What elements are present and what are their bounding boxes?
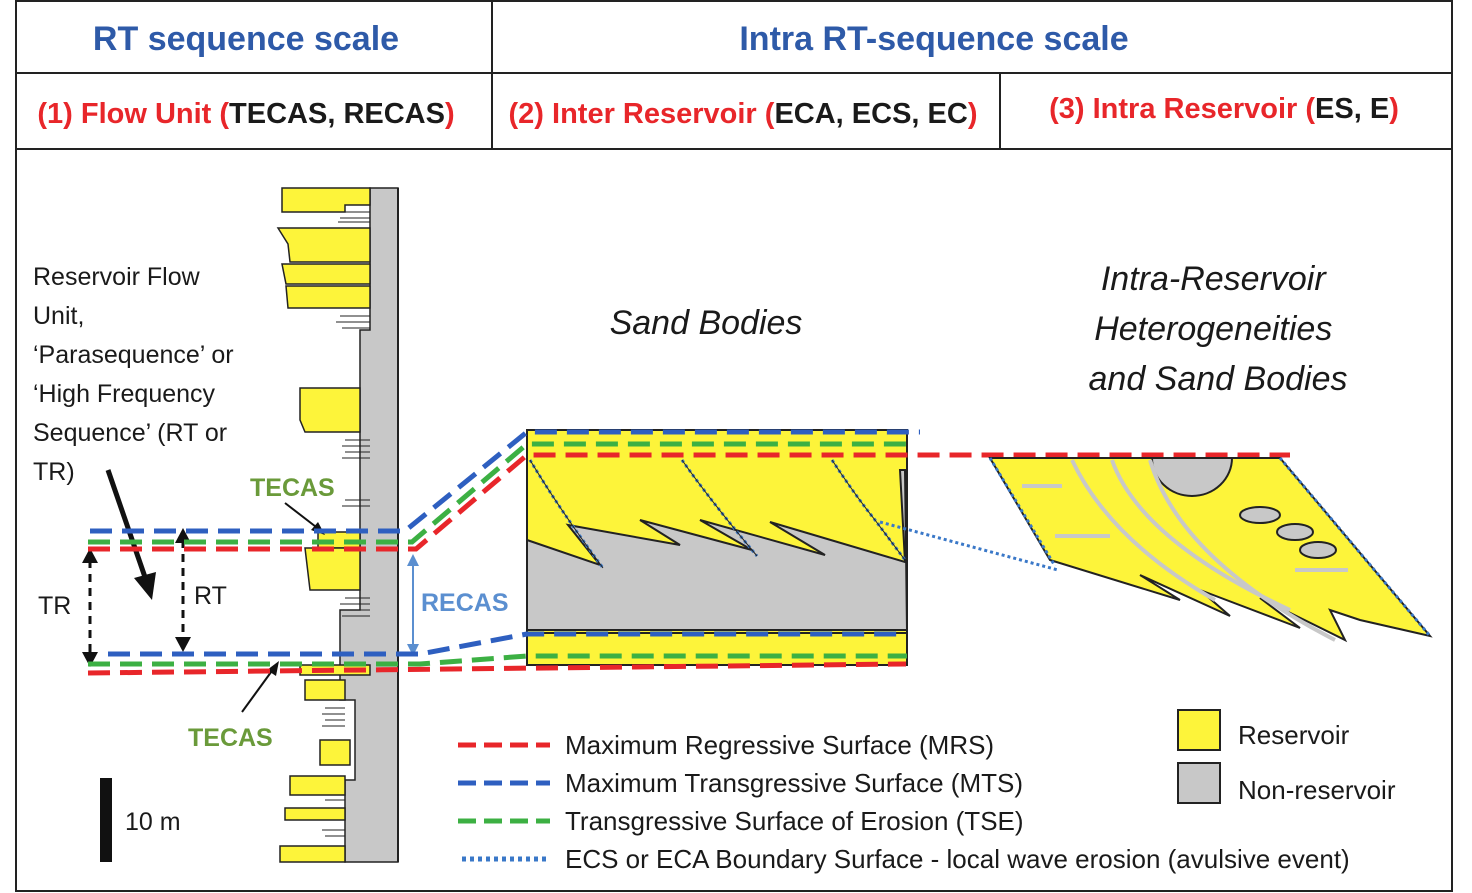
tr-arrow-head-bottom	[82, 652, 98, 667]
legend-reservoir-swatch	[1177, 709, 1221, 751]
tecas-lower-arrow	[241, 667, 275, 713]
legend: Maximum Regressive Surface (MRS) Maximum…	[458, 709, 1396, 874]
intra-reservoir-boundary	[879, 457, 1432, 637]
legend-non-reservoir-label: Non-reservoir	[1238, 775, 1396, 805]
sand-body-block	[526, 429, 909, 666]
tecas-lower-arrow-head	[267, 661, 279, 676]
tecas-upper-arrow	[284, 502, 321, 531]
tse-surface-lines	[88, 441, 907, 667]
rt-sequence-scale-header: RT sequence scale	[93, 20, 399, 58]
legend-tse-label: Transgressive Surface of Erosion (TSE)	[565, 806, 1024, 836]
flow-unit-arrow	[105, 469, 156, 600]
rt-arrow-head-top	[175, 528, 191, 543]
col3-header: (3) Intra Reservoir (ES, E)	[1049, 93, 1399, 125]
mrs-surface-lines	[87, 452, 1290, 676]
table-frame	[15, 0, 1453, 892]
legend-mrs-label: Maximum Regressive Surface (MRS)	[565, 730, 994, 760]
rt-arrow-head-bottom	[175, 637, 191, 652]
ecs-boundary-surfaces-dark	[529, 459, 906, 569]
col1-header: (1) Flow Unit (TECAS, RECAS)	[37, 98, 454, 130]
scale-bar-label: 10 m	[125, 808, 181, 836]
flow-unit-description: Reservoir Flow Unit, ‘Parasequence’ or ‘…	[33, 263, 241, 486]
tecas-lower-label: TECAS	[188, 724, 273, 752]
col2-header: (2) Inter Reservoir (ECA, ECS, EC)	[509, 98, 978, 130]
tecas-upper-label: TECAS	[250, 474, 335, 502]
intra-reservoir-heterogeneities	[1022, 459, 1348, 642]
recas-label: RECAS	[421, 589, 509, 617]
stratigraphic-log	[276, 187, 399, 863]
legend-reservoir-label: Reservoir	[1238, 720, 1350, 750]
mts-surface-lines	[90, 429, 920, 657]
legend-mts-label: Maximum Transgressive Surface (MTS)	[565, 768, 1023, 798]
tr-arrow-head-top	[82, 548, 98, 563]
intra-rt-sequence-scale-header: Intra RT-sequence scale	[739, 20, 1128, 58]
legend-non-reservoir-swatch	[1177, 762, 1221, 804]
tr-label: TR	[38, 592, 71, 620]
intra-reservoir-title: Intra-Reservoir Heterogeneities and Sand…	[1089, 260, 1348, 398]
recas-arrow	[407, 554, 419, 656]
scale-bar	[100, 778, 112, 862]
sand-body-yellow-base	[526, 632, 908, 666]
legend-boundary-label: ECS or ECA Boundary Surface - local wave…	[565, 844, 1350, 874]
sand-bodies-title: Sand Bodies	[610, 304, 803, 342]
rt-label: RT	[194, 582, 227, 610]
